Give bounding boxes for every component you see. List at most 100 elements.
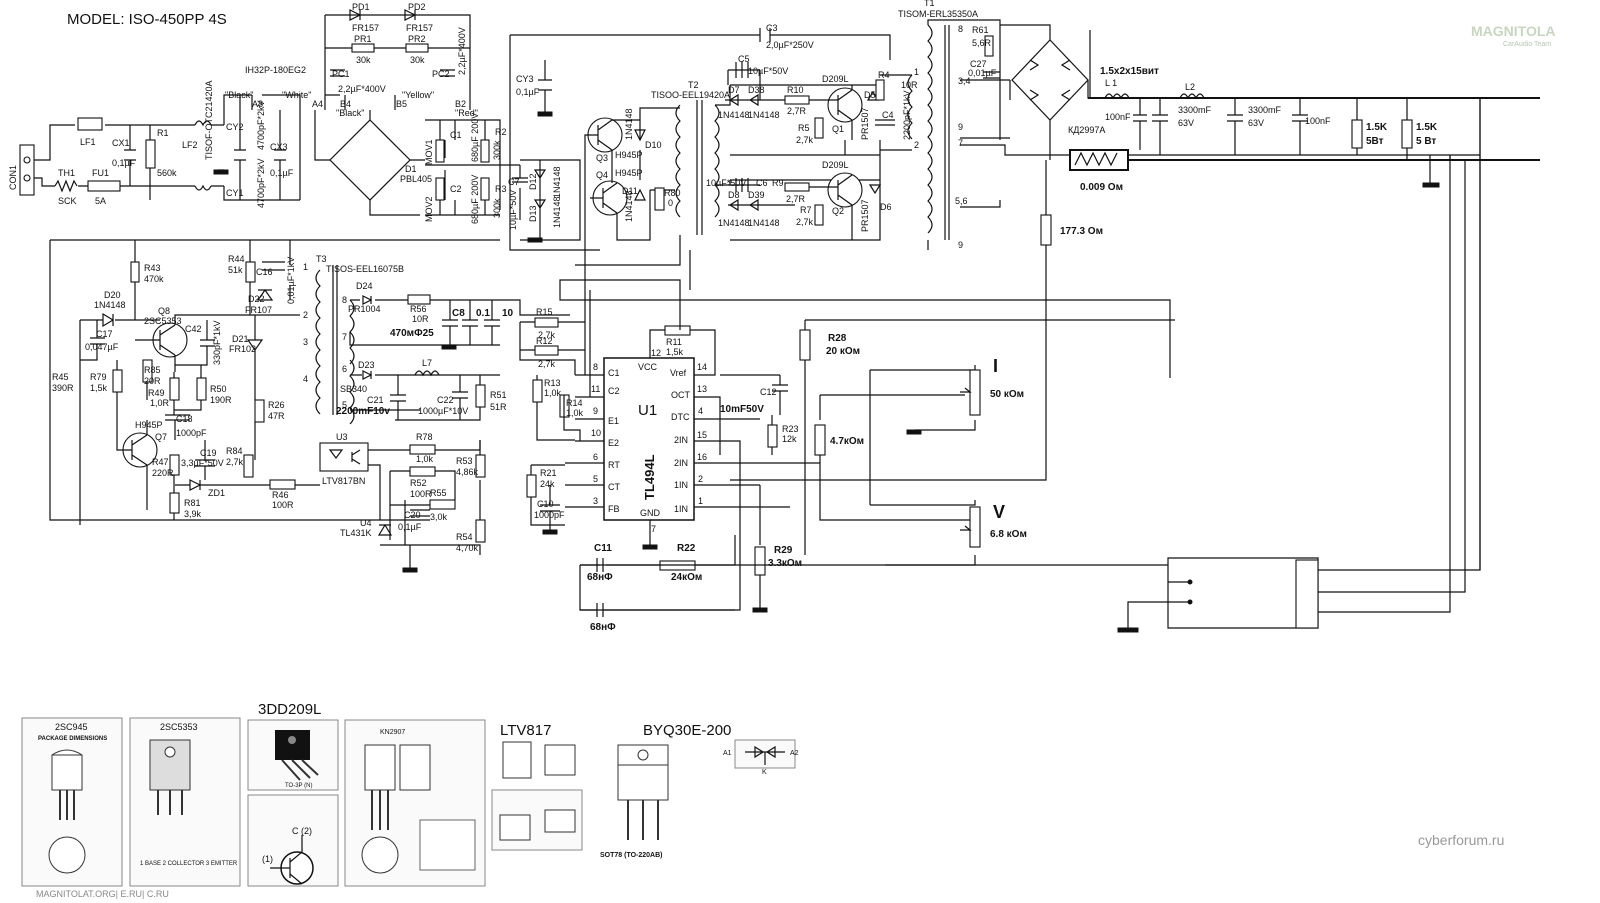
ground-cy	[213, 169, 229, 175]
label-c8: C8	[452, 308, 465, 319]
label-q1: Q1	[832, 124, 844, 134]
part-3dd209l-pkg: TO-3P (N)	[285, 783, 312, 789]
capacitor-cx1	[124, 125, 136, 186]
label-r43: R43	[144, 263, 161, 273]
pin-num-5: 5	[593, 474, 598, 484]
label-r21: R21	[540, 468, 557, 478]
label-r81: R81	[184, 498, 201, 508]
label-r14: R14	[566, 398, 583, 408]
label-t1-p2: 2	[914, 140, 919, 150]
label-d8: D8	[728, 190, 740, 200]
label-c2-value: 680µF 200V	[470, 175, 480, 224]
label-t1-p7: 7	[958, 138, 963, 148]
label-u3-value: LTV817BN	[322, 476, 365, 486]
label-c3: C3	[766, 23, 778, 33]
label-pd1: PD1	[352, 2, 370, 12]
label-cx1: CX1	[112, 138, 130, 148]
pin-c1: C1	[608, 368, 620, 378]
label-d23-value: SB340	[340, 384, 367, 394]
pin-c2: C2	[608, 386, 620, 396]
label-r50-value: 190R	[210, 395, 232, 405]
t3-pin-4: 4	[303, 374, 308, 384]
label-c18-value: 1000pF	[176, 428, 207, 438]
transformer-t2	[675, 100, 720, 235]
label-t3-value: TISOS-EEL16075B	[326, 264, 404, 274]
label-d24: D24	[356, 281, 373, 291]
part-byq30-pkg: SOT78 (TO-220AB)	[600, 852, 663, 859]
label-r56: R56	[410, 304, 427, 314]
label-c10-bold: 10	[502, 308, 514, 319]
pin-vref: Vref	[670, 368, 687, 378]
label-d23: D23	[358, 360, 375, 370]
pin-num-13: 13	[697, 384, 707, 394]
label-c6: C6	[756, 178, 768, 188]
label-d21-value: FR102	[229, 344, 256, 354]
label-30ka: 30k	[356, 55, 371, 65]
pin-num-7: 7	[651, 524, 656, 534]
label-r78: R78	[416, 432, 433, 442]
label-r3-value: 300k	[492, 198, 502, 218]
label-r11-value: 1,5k	[666, 347, 684, 357]
pin-num-16: 16	[697, 452, 707, 462]
label-t1-value: TISOM-ERL35350A	[898, 9, 978, 19]
label-cx1-value: 0,1µF	[112, 158, 136, 168]
label-shunt: 0.009 Ом	[1080, 182, 1123, 193]
label-b4: B4	[340, 99, 351, 109]
label-d8-value: 1N4148	[718, 218, 750, 228]
label-r49-value: 1,0R	[150, 398, 170, 408]
label-q2: Q2	[832, 206, 844, 216]
label-d12: D12	[528, 173, 538, 190]
t3-pin-3: 3	[303, 337, 308, 347]
pin-2in-plus: 2IN	[674, 458, 688, 468]
label-r26: R26	[268, 400, 285, 410]
label-r80: R80	[664, 188, 681, 198]
label-d38-value: 1N4148	[748, 110, 780, 120]
label-c3-value: 2,0µF*250V	[766, 40, 814, 50]
label-r47: R47	[152, 457, 169, 467]
label-zd1: ZD1	[208, 488, 225, 498]
label-c11: C11	[594, 543, 612, 554]
label-cy1: CY1	[226, 188, 244, 198]
t3-pin-1: 1	[303, 262, 308, 272]
label-r84-value: 2,7k	[226, 457, 244, 467]
bulk-capacitor-section: MOV1 MOV2 C1 680µF 200V C2 680µF 200V R2…	[424, 23, 891, 251]
part-2sc5353-pins: 1 BASE 2 COLLECTOR 3 EMITTER	[140, 861, 238, 867]
label-r15: R15	[536, 307, 553, 317]
label-r46: R46	[272, 490, 289, 500]
label-lf2-value: TISOF-OTC21420A	[204, 80, 214, 160]
label-r13: R13	[544, 378, 561, 388]
label-q8-value: 2SC5353	[144, 316, 182, 326]
part-byq30-k: K	[762, 769, 767, 776]
label-l2: L2	[1185, 82, 1195, 92]
part-2sc5353-title: 2SC5353	[160, 722, 198, 732]
label-r52: R52	[410, 478, 427, 488]
label-r2-value: 300k	[492, 140, 502, 160]
label-r28-value: 20 кОм	[826, 346, 860, 357]
label-mov1: MOV1	[424, 139, 434, 165]
label-r29: R29	[774, 545, 793, 556]
transistor-q2	[827, 172, 863, 208]
label-c16: C16	[256, 267, 273, 277]
part-2sc945-title: 2SC945	[55, 722, 88, 732]
label-r55-value: 3,0k	[430, 512, 448, 522]
label-c11-value: 68нФ	[587, 572, 613, 583]
label-red: "Red"	[455, 108, 478, 118]
label-mov2: MOV2	[424, 196, 434, 222]
label-c19-value: 3,3µF*50V	[181, 458, 224, 468]
label-d7-value: 1N4148	[718, 110, 750, 120]
pin-2in-minus: 2IN	[674, 435, 688, 445]
label-h945c: H945P	[135, 420, 163, 430]
label-fr157a: FR157	[352, 23, 379, 33]
label-l7: L7	[422, 358, 432, 368]
label-r23: R23	[782, 424, 799, 434]
label-r29-value: 3.3кОм	[768, 558, 802, 569]
label-r26-value: 47R	[268, 411, 285, 421]
label-v: V	[993, 502, 1005, 522]
label-cx3-value: 0,1µF	[270, 168, 294, 178]
label-r22: R22	[677, 543, 696, 554]
label-c5: C5	[738, 54, 750, 64]
label-c100b: 100nF	[1305, 116, 1331, 126]
label-r50: R50	[210, 384, 227, 394]
label-r177: 177.3 Ом	[1060, 226, 1103, 237]
label-r23-value: 12k	[782, 434, 797, 444]
